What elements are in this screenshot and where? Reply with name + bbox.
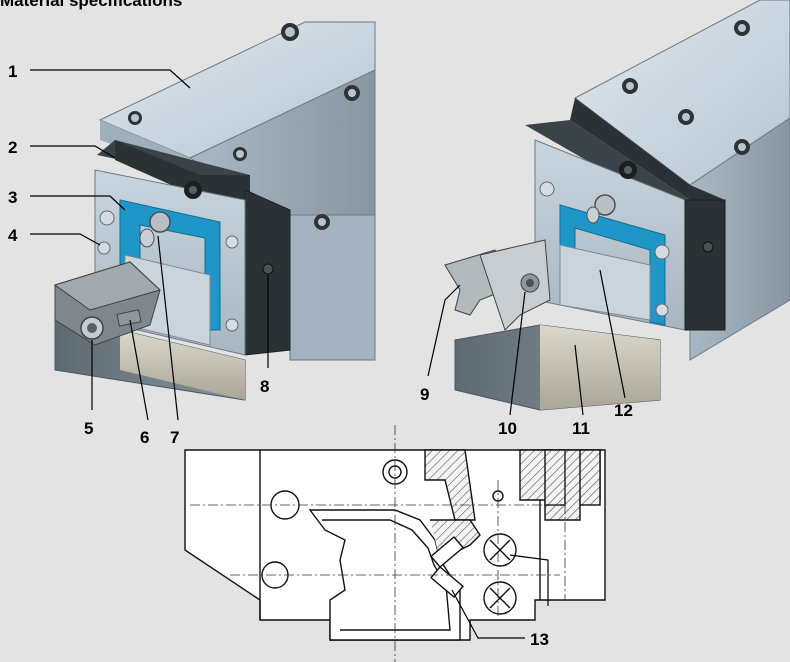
callout-8: 8: [260, 377, 269, 396]
center-lines: [190, 425, 566, 662]
callout-10: 10: [498, 419, 517, 438]
callout-6: 6: [140, 428, 149, 447]
cross-section-drawing: [184, 449, 606, 641]
callout-12: 12: [614, 401, 633, 420]
callout-3: 3: [8, 188, 17, 207]
callout-13: 13: [530, 630, 549, 649]
callout-2: 2: [8, 138, 17, 157]
right-carriage: [444, 0, 790, 411]
callout-11: 11: [572, 419, 590, 438]
callout-labels: 1 2 3 4 5 6 7 8 9 10 11 12 13: [8, 62, 633, 649]
page-title: Material specifications: [0, 0, 183, 10]
callout-7: 7: [170, 428, 179, 447]
left-carriage: [53, 21, 376, 401]
callout-9: 9: [420, 385, 429, 404]
callout-4: 4: [8, 226, 18, 245]
callout-1: 1: [8, 62, 17, 81]
leader-lines: [30, 69, 626, 639]
ball-row-left: [430, 536, 464, 598]
callout-5: 5: [84, 419, 93, 438]
